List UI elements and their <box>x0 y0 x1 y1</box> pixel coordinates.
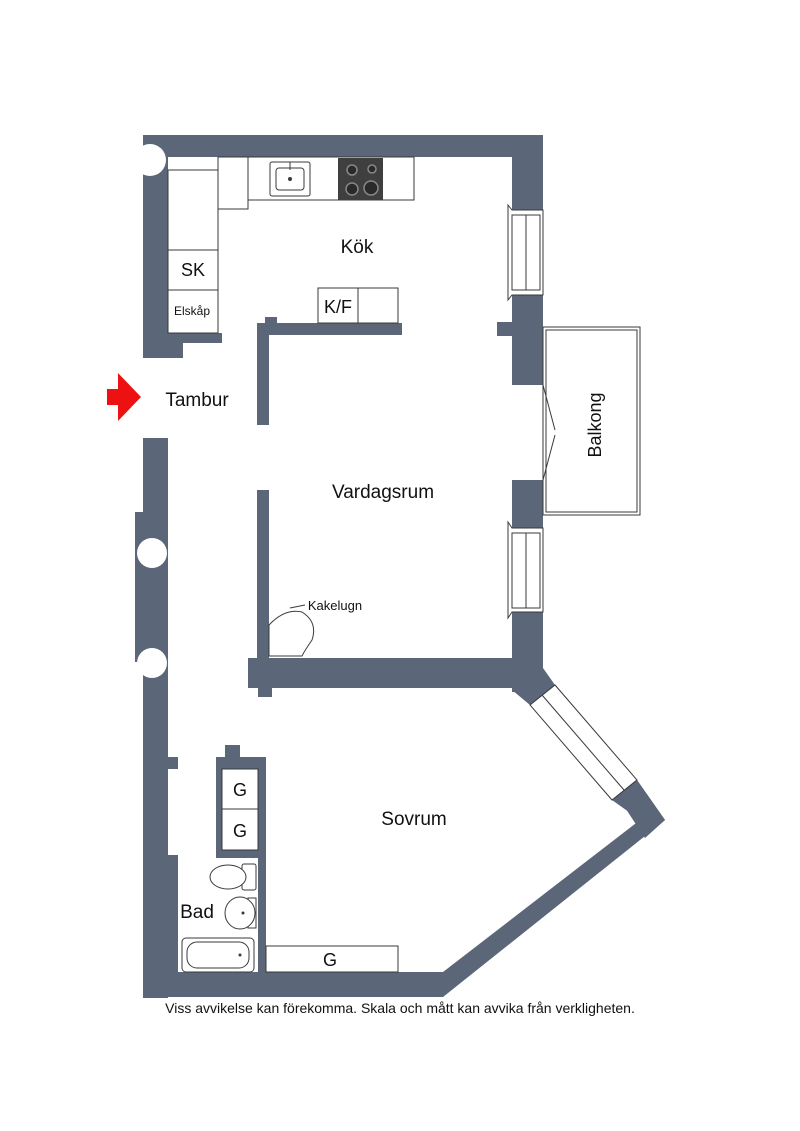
sk-label: SK <box>181 260 205 280</box>
stove-icon <box>338 158 383 200</box>
washbasin-icon <box>224 896 257 930</box>
sink-icon <box>269 161 311 197</box>
elskap-cabinet: Elskåp <box>167 289 219 334</box>
room-label-sovrum: Sovrum <box>381 809 446 830</box>
room-label-vardagsrum: Vardagsrum <box>332 482 434 503</box>
room-label-tambur: Tambur <box>165 390 229 411</box>
bathtub-icon <box>181 937 255 973</box>
kakelugn: Kakelugn <box>268 598 362 657</box>
toilet-icon <box>209 863 257 891</box>
interior-walls <box>143 317 543 972</box>
sk-cabinet: SK <box>167 249 219 291</box>
window-bedroom <box>529 684 638 801</box>
wardrobe-2-label: G <box>233 821 247 841</box>
wardrobe-3: G <box>265 945 399 973</box>
window-kitchen <box>507 203 544 302</box>
wardrobe-1: G <box>221 768 259 810</box>
entrance-arrow-icon <box>107 373 141 421</box>
wardrobe-2: G <box>221 808 259 851</box>
room-label-kok: Kök <box>341 237 374 258</box>
balkong-label: Balkong <box>585 392 605 457</box>
wall-niches <box>134 144 167 678</box>
balcony: Balkong <box>542 326 641 516</box>
room-label-bad: Bad <box>180 902 214 923</box>
outer-walls <box>135 135 665 998</box>
kf-unit: K/F <box>317 287 399 324</box>
window-living <box>507 520 544 620</box>
elskap-label: Elskåp <box>174 304 210 318</box>
disclaimer-text: Viss avvikelse kan förekomma. Skala och … <box>165 1000 635 1016</box>
wardrobe-3-label: G <box>323 950 337 970</box>
floor-plan: SK Elskåp K/F Balkong Kakelugn <box>107 135 665 998</box>
wardrobe-1-label: G <box>233 780 247 800</box>
kakelugn-label: Kakelugn <box>308 598 362 613</box>
kf-label: K/F <box>324 297 352 317</box>
